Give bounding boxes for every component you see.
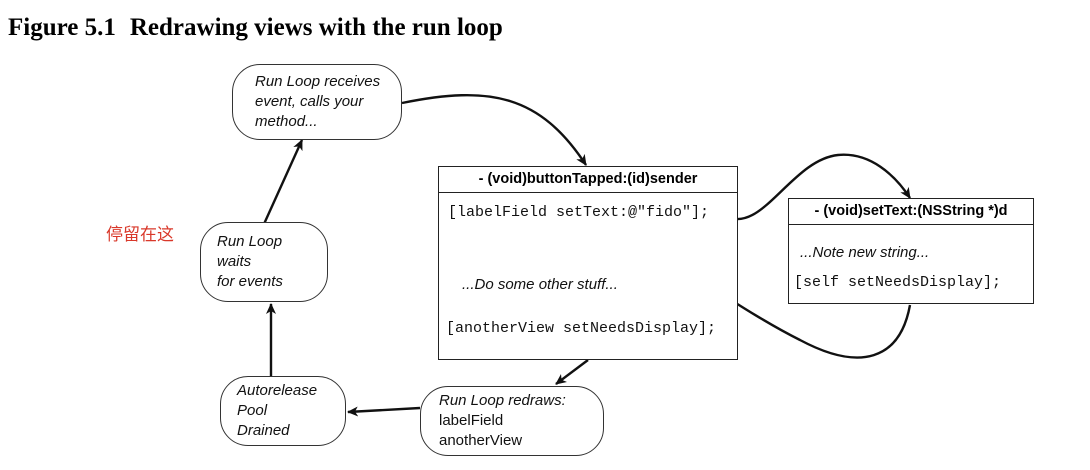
- set-text-signature: - (void)setText:(NSString *)d: [789, 199, 1033, 225]
- run-loop-receives-node: Run Loop receives event, calls your meth…: [232, 64, 402, 140]
- button-tapped-method-box: - (void)buttonTapped:(id)sender: [438, 166, 738, 360]
- another-view-display-line: [anotherView setNeedsDisplay];: [446, 320, 717, 337]
- run-loop-redraws-node: Run Loop redraws: labelField anotherView: [420, 386, 604, 456]
- figure-number: Figure 5.1: [8, 14, 116, 41]
- set-text-call-line: [labelField setText:@"fido"];: [448, 204, 710, 221]
- figure-title: Figure 5.1 Redrawing views with the run l…: [8, 14, 503, 42]
- figure-caption: Redrawing views with the run loop: [129, 14, 503, 41]
- other-stuff-comment: ...Do some other stuff...: [462, 276, 618, 293]
- arrow-redraws-to-pool: [347, 406, 421, 417]
- annotation-label: 停留在这: [106, 225, 174, 244]
- arrow-waits-to-receives: [262, 139, 304, 225]
- arrow-receives-to-buttontapped: [401, 93, 588, 166]
- self-needs-display-line: [self setNeedsDisplay];: [794, 274, 1002, 291]
- run-loop-waits-node: Run Loop waits for events: [200, 222, 328, 302]
- new-string-comment: ...Note new string...: [800, 244, 930, 261]
- button-tapped-signature: - (void)buttonTapped:(id)sender: [439, 167, 737, 193]
- arrow-settext-call: [721, 153, 912, 221]
- arrow-buttontapped-to-redraws: [555, 359, 589, 385]
- autorelease-pool-node: Autorelease Pool Drained: [220, 376, 346, 446]
- set-text-method-box: - (void)setText:(NSString *)d: [788, 198, 1034, 304]
